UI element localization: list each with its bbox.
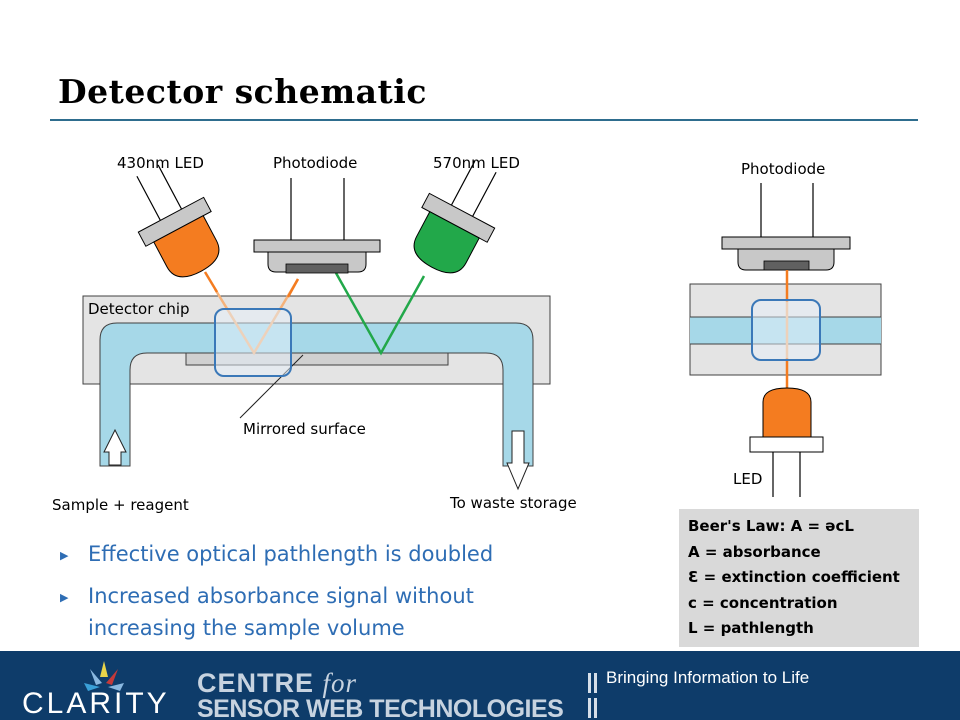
inflow-arrow	[103, 428, 127, 466]
label-mirrored-surface: Mirrored surface	[243, 420, 366, 438]
bullet-text: Increased absorbance signal without incr…	[88, 584, 474, 640]
fluid-channel	[99, 322, 534, 467]
bullet-arrow-icon: ▶	[60, 591, 69, 604]
bullet-item: ▶ Increased absorbance signal without in…	[60, 580, 508, 644]
label-photodiode-side: Photodiode	[741, 160, 825, 178]
measurement-zone-box	[214, 308, 292, 377]
for-word: for	[322, 668, 358, 698]
label-570nm-led: 570nm LED	[433, 154, 520, 172]
label-led-side: LED	[733, 470, 762, 488]
beers-law-heading: Beer's Law: A = ǝcL	[688, 517, 854, 535]
centre-word: CENTRE	[197, 668, 315, 698]
label-photodiode-main: Photodiode	[273, 154, 357, 172]
photodiode-main	[253, 178, 381, 274]
sensor-web-heading: SENSOR WEB TECHNOLOGIES	[197, 695, 564, 720]
title-divider	[50, 119, 918, 121]
orange-beam-upper	[203, 271, 219, 293]
beers-law-line: c = concentration	[688, 593, 838, 612]
beers-law-line: Ɛ = extinction coefficient	[688, 568, 900, 586]
label-detector-chip: Detector chip	[88, 300, 190, 318]
clarity-logo-icon	[84, 661, 124, 691]
detector-diagram: 430nm LED Photodiode 570nm LED Detector …	[52, 154, 882, 514]
bullet-item: ▶ Effective optical pathlength is double…	[60, 538, 508, 572]
orange-beam-return	[286, 278, 300, 298]
divider-bar	[588, 698, 591, 718]
mirror-leader-line	[239, 354, 304, 419]
bullet-list: ▶ Effective optical pathlength is double…	[60, 538, 508, 652]
slide-title: Detector schematic	[58, 72, 427, 111]
centre-heading: CENTRE for	[197, 668, 357, 699]
led-430nm	[136, 164, 220, 278]
footer-banner: CLARITY CENTRE for SENSOR WEB TECHNOLOGI…	[0, 651, 960, 720]
green-light-path	[334, 272, 426, 356]
clarity-logo-text: CLARITY	[22, 687, 170, 720]
led-570nm	[413, 160, 497, 274]
label-waste-storage: To waste storage	[449, 494, 577, 512]
bullet-text: Effective optical pathlength is doubled	[88, 542, 494, 566]
divider-bar	[594, 673, 597, 693]
side-view	[689, 183, 882, 497]
outflow-arrow	[506, 430, 530, 491]
label-sample-reagent: Sample + reagent	[52, 496, 189, 514]
divider-bar	[588, 673, 591, 693]
beers-law-box: Beer's Law: A = ǝcL A = absorbance Ɛ = e…	[679, 509, 919, 647]
beers-law-line: A = absorbance	[688, 542, 821, 561]
footer-tagline: Bringing Information to Life	[606, 668, 810, 687]
label-430nm-led: 430nm LED	[117, 154, 204, 172]
beers-law-line: L = pathlength	[688, 619, 814, 637]
divider-bar	[594, 698, 597, 718]
bullet-arrow-icon: ▶	[60, 549, 69, 562]
